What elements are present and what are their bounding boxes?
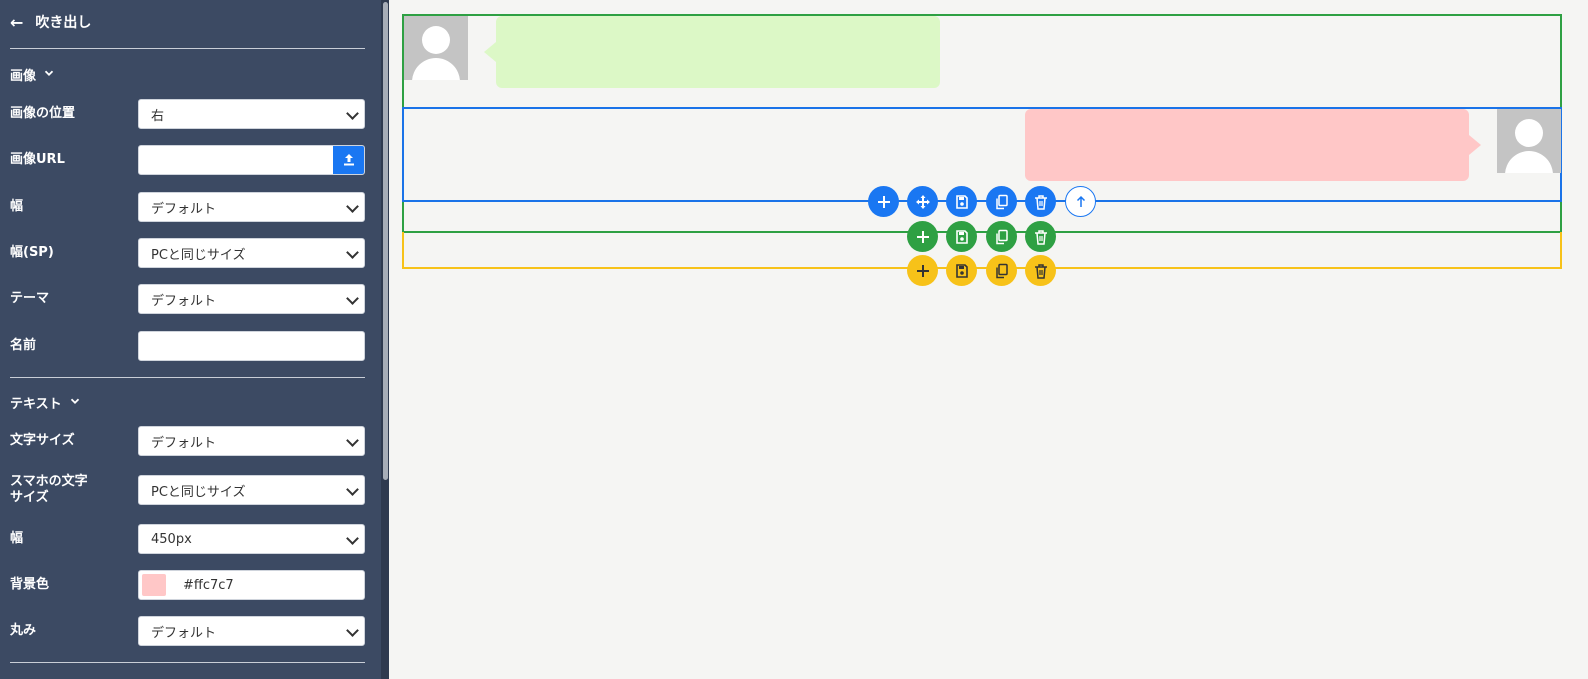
label-bg-color: 背景色 [10, 577, 50, 592]
name-input[interactable] [138, 331, 365, 361]
copy-button[interactable] [986, 255, 1017, 286]
sidebar-header: ← 吹き出し [10, 10, 91, 34]
color-swatch[interactable] [142, 574, 166, 596]
chevron-down-icon [346, 292, 359, 305]
move-icon [915, 194, 930, 209]
sidebar-title: 吹き出し [35, 15, 92, 31]
select-radius[interactable]: デフォルト [138, 616, 365, 646]
save-button[interactable] [946, 186, 977, 217]
copy-icon [995, 263, 1008, 278]
delete-button[interactable] [1025, 186, 1056, 217]
select-value: デフォルト [151, 201, 217, 217]
plus-icon [916, 264, 929, 277]
avatar [1497, 109, 1561, 173]
chevron-down-icon [44, 68, 54, 81]
chevron-down-icon [346, 200, 359, 213]
save-icon [955, 229, 968, 244]
label-line: スマホの文字 [10, 474, 88, 489]
label-image-position: 画像の位置 [10, 106, 76, 121]
bg-color-input[interactable]: #ffc7c7 [138, 570, 365, 600]
label-image-url: 画像URL [10, 152, 65, 167]
copy-button[interactable] [986, 186, 1017, 217]
bubble-tail [1469, 135, 1481, 155]
label-theme: テーマ [10, 291, 50, 306]
avatar [404, 16, 468, 80]
add-button[interactable] [868, 186, 899, 217]
select-image-position[interactable]: 右 [138, 99, 365, 129]
select-value: デフォルト [151, 625, 217, 641]
select-text-width[interactable]: 450px [138, 524, 365, 554]
plus-icon [916, 230, 929, 243]
trash-icon [1034, 194, 1047, 210]
section-block[interactable] [402, 232, 1562, 269]
arrow-up-icon [1076, 195, 1085, 207]
section-toggle-text[interactable]: テキスト [10, 392, 80, 412]
section-title-image: 画像 [10, 68, 37, 84]
image-url-input[interactable] [138, 145, 365, 175]
label-radius: 丸み [10, 623, 37, 638]
select-font-size[interactable]: デフォルト [138, 426, 365, 456]
section-title-text: テキスト [10, 396, 62, 412]
move-button[interactable] [907, 186, 938, 217]
sidebar: ← 吹き出し 画像 画像の位置 右 画像URL 幅 デフォルト 幅(SP) PC… [0, 0, 381, 679]
move-up-button[interactable] [1065, 186, 1096, 217]
label-name: 名前 [10, 338, 37, 353]
select-value: 450px [151, 531, 192, 547]
select-image-width[interactable]: デフォルト [138, 192, 365, 222]
label-line: サイズ [10, 490, 49, 505]
save-icon [955, 263, 968, 278]
plus-icon [877, 195, 890, 208]
select-value: PCと同じサイズ [151, 484, 246, 500]
select-theme[interactable]: デフォルト [138, 284, 365, 314]
select-sp-font-size[interactable]: PCと同じサイズ [138, 475, 365, 505]
divider [10, 48, 365, 49]
upload-icon [343, 154, 354, 166]
scrollbar-thumb[interactable] [383, 2, 388, 480]
color-value: #ffc7c7 [183, 578, 234, 593]
add-button[interactable] [907, 255, 938, 286]
divider [10, 662, 365, 663]
select-value: デフォルト [151, 435, 217, 451]
copy-button[interactable] [986, 221, 1017, 252]
trash-icon [1034, 263, 1047, 279]
trash-icon [1034, 229, 1047, 245]
label-font-size: 文字サイズ [10, 433, 75, 448]
chevron-down-icon [346, 532, 359, 545]
chevron-down-icon [346, 624, 359, 637]
chevron-down-icon [346, 246, 359, 259]
select-value: PCと同じサイズ [151, 247, 246, 263]
delete-button[interactable] [1025, 255, 1056, 286]
speech-bubble-right[interactable] [1025, 109, 1469, 181]
speech-bubble-selected[interactable] [402, 107, 1562, 202]
add-button[interactable] [907, 221, 938, 252]
save-button[interactable] [946, 221, 977, 252]
upload-button[interactable] [333, 146, 364, 174]
speech-bubble-left[interactable] [496, 16, 940, 88]
label-image-width: 幅 [10, 199, 24, 214]
chevron-down-icon [346, 107, 359, 120]
divider [10, 377, 365, 378]
copy-icon [995, 194, 1008, 209]
select-value: 右 [151, 108, 165, 124]
bubble-tail [484, 42, 496, 62]
select-value: デフォルト [151, 293, 217, 309]
save-icon [955, 194, 968, 209]
copy-icon [995, 229, 1008, 244]
label-text-width: 幅 [10, 531, 24, 546]
label-image-width-sp: 幅(SP) [10, 245, 54, 260]
select-image-width-sp[interactable]: PCと同じサイズ [138, 238, 365, 268]
chevron-down-icon [346, 434, 359, 447]
section-toggle-image[interactable]: 画像 [10, 64, 54, 84]
label-sp-font-size: スマホの文字 サイズ [10, 474, 130, 506]
delete-button[interactable] [1025, 221, 1056, 252]
save-button[interactable] [946, 255, 977, 286]
arrow-left-icon[interactable]: ← [10, 12, 24, 32]
chevron-down-icon [346, 483, 359, 496]
chevron-down-icon [70, 396, 80, 409]
